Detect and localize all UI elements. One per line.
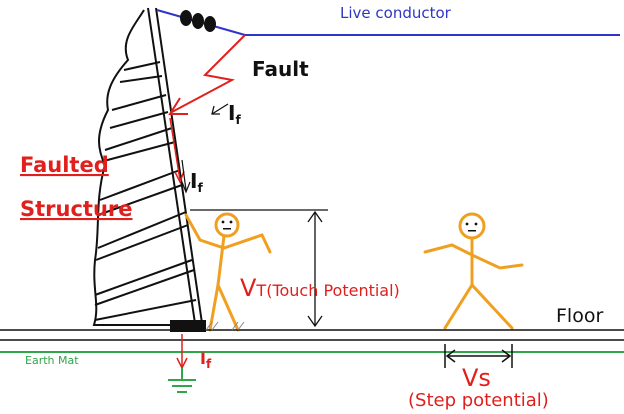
touch-person-figure <box>184 212 272 332</box>
if-label-1: If <box>228 101 241 127</box>
faulted-label-line1: Faulted <box>20 153 109 177</box>
tower-structure <box>92 7 204 331</box>
tower-current-arrow-icon <box>169 117 185 184</box>
current-arrow-1-icon <box>211 103 229 115</box>
touch-potential-label: VT(Touch Potential) <box>240 274 400 302</box>
floor-lines <box>0 329 624 341</box>
step-potential-label: (Step potential) <box>408 390 549 411</box>
earth-ground-icon <box>168 368 196 393</box>
step-person-figure <box>423 212 524 330</box>
earth-mat-label: Earth Mat <box>25 354 79 367</box>
touch-foot-hatch <box>205 321 245 331</box>
tower-footing <box>170 320 206 332</box>
fault-lightning-icon <box>168 34 246 115</box>
touch-potential-dimension <box>190 209 328 328</box>
step-potential-dimension <box>444 344 513 368</box>
floor-label: Floor <box>556 305 603 327</box>
step-potential-vs-label: Vs <box>462 364 491 392</box>
touch-person-face <box>221 220 233 230</box>
faulted-label-line2: Structure <box>20 197 133 221</box>
if-label-3: If <box>200 349 212 371</box>
step-person-face <box>465 222 478 232</box>
current-arrow-2-icon <box>181 159 191 194</box>
if-label-2: If <box>190 169 203 195</box>
insulator-icon <box>180 10 216 32</box>
fault-label: Fault <box>252 57 309 81</box>
live-conductor-label: Live conductor <box>340 4 452 22</box>
